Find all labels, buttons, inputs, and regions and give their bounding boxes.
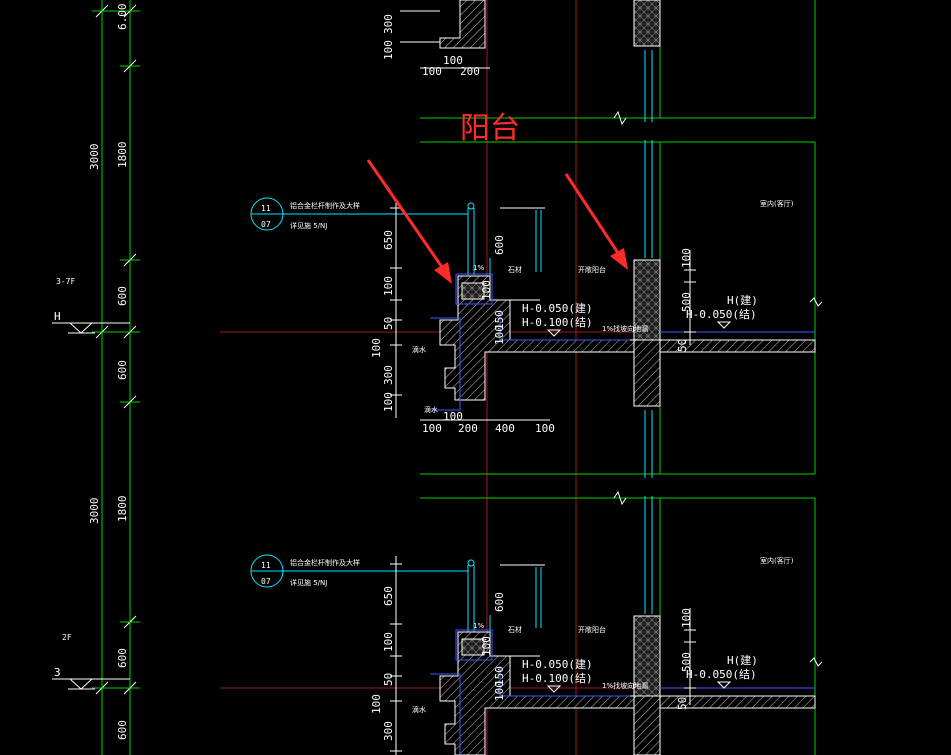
note-slope: 1% bbox=[473, 264, 484, 272]
wall-dim-500-lower: 500 bbox=[680, 652, 693, 672]
outer-dimension-column: 6.00 3000 1800 600 600 3000 1800 600 600… bbox=[52, 0, 140, 755]
note-sill-lower: 1%找坡向地漏 bbox=[602, 681, 648, 690]
callout-note-2-lower: 详见施 5/NJ bbox=[290, 578, 327, 587]
dim-outer-0: 6.00 bbox=[116, 4, 129, 31]
callout-note-1: 铝合金栏杆制作及大样 bbox=[290, 201, 360, 210]
note-finish: 石材 bbox=[508, 265, 522, 274]
balcony-section-lower: 11 07 铝合金栏杆制作及大样 详见施 5/NJ bbox=[250, 554, 816, 755]
dim-outer-3: 600 bbox=[116, 286, 129, 306]
detail-callout-upper: 11 07 铝合金栏杆制作及大样 详见施 5/NJ bbox=[250, 197, 468, 231]
rail-dim-50: 50 bbox=[382, 317, 395, 330]
annotation-arrows bbox=[366, 159, 628, 284]
note-finish-lower: 石材 bbox=[508, 625, 522, 634]
level-balcony-arch-lower: H-0.050(建) bbox=[522, 657, 593, 671]
inner-dim-100b: 100 bbox=[493, 325, 506, 345]
rail-dim-650: 650 bbox=[382, 230, 395, 250]
top-floor-fragment: 300 100 100 100 200 bbox=[382, 0, 661, 78]
rail-h-400: 400 bbox=[495, 422, 515, 435]
level-balcony-struct: H-0.100(结) bbox=[522, 316, 593, 329]
dim-outer-4: 600 bbox=[116, 360, 129, 380]
wall-dim-100: 100 bbox=[680, 248, 693, 268]
wall-dim-50-lower: 50 bbox=[676, 697, 689, 710]
callout-number: 11 bbox=[261, 204, 271, 213]
balcony-slab-upper bbox=[439, 275, 637, 401]
rail-h-200: 200 bbox=[458, 422, 478, 435]
inner-dim-150-lower: 150 bbox=[493, 666, 506, 686]
top-dim-300: 300 bbox=[382, 14, 395, 34]
rail-dim-100b-lower: 100 bbox=[370, 694, 383, 714]
balcony-slab-lower bbox=[439, 631, 637, 755]
inner-dim-600-lower: 600 bbox=[493, 592, 506, 612]
note-drain: 滴水 bbox=[412, 345, 426, 354]
window-frames bbox=[644, 50, 653, 614]
wall-lower bbox=[633, 615, 661, 709]
inner-dim-100: 100 bbox=[480, 280, 493, 300]
level-mark-h-text: H bbox=[54, 310, 61, 323]
level-marker-3: 3 bbox=[52, 666, 130, 690]
inner-dim-100-lower: 100 bbox=[480, 636, 493, 656]
detail-callout-lower: 11 07 铝合金栏杆制作及大样 详见施 5/NJ bbox=[250, 554, 468, 588]
rail-dim-100b: 100 bbox=[370, 338, 383, 358]
top-dim-100c: 100 bbox=[422, 65, 442, 78]
level-indoor-arch: H(建) bbox=[727, 293, 758, 307]
note-balcony-lower: 开敞阳台 bbox=[578, 625, 606, 634]
dim-outer-7: 600 bbox=[116, 648, 129, 668]
wall-dim-500: 500 bbox=[680, 292, 693, 312]
break-marks bbox=[613, 110, 823, 667]
annotation-balcony-label: 阳台 bbox=[460, 111, 520, 146]
rail-dim-650-lower: 650 bbox=[382, 586, 395, 606]
axis-lines bbox=[220, 0, 640, 755]
callout-note-1-lower: 铝合金栏杆制作及大样 bbox=[290, 558, 360, 567]
note-indoor-lower: 室内(客厅) bbox=[760, 556, 794, 565]
callout-sheet-lower: 07 bbox=[261, 577, 271, 586]
inner-dim-600: 600 bbox=[493, 235, 506, 255]
rail-dim-100c: 100 bbox=[382, 392, 395, 412]
dim-outer-8: 600 bbox=[116, 720, 129, 740]
note-slope-lower: 1% bbox=[473, 622, 484, 630]
level-mark-3-text: 3 bbox=[54, 666, 61, 679]
note-indoor: 室内(客厅) bbox=[760, 199, 794, 208]
top-dim-100b: 100 bbox=[443, 54, 463, 67]
level-balcony-arch: H-0.050(建) bbox=[522, 301, 593, 315]
note-drain-lower: 滴水 bbox=[412, 705, 426, 714]
level-marker-h: H bbox=[52, 310, 130, 334]
rail-dim-50-lower: 50 bbox=[382, 673, 395, 686]
dim-outer-1: 3000 bbox=[88, 144, 101, 171]
inner-dim-100b-lower: 100 bbox=[493, 681, 506, 701]
rail-small-100: 100 bbox=[443, 410, 463, 423]
rail-dim-300: 300 bbox=[382, 365, 395, 385]
balcony-section-upper: 11 07 铝合金栏杆制作及大样 详见施 5/NJ bbox=[250, 197, 816, 435]
level-indoor-struct: H-0.050(结) bbox=[686, 308, 757, 321]
floor-label-3-7f: 3-7F bbox=[56, 277, 75, 286]
level-indoor-arch-lower: H(建) bbox=[727, 653, 758, 667]
dim-outer-2: 1800 bbox=[116, 142, 129, 169]
top-dim-100: 100 bbox=[382, 40, 395, 60]
level-indoor-struct-lower: H-0.050(结) bbox=[686, 668, 757, 681]
wall-dim-50: 50 bbox=[676, 339, 689, 352]
level-balcony-struct-lower: H-0.100(结) bbox=[522, 672, 593, 685]
rail-dim-100-lower: 100 bbox=[382, 632, 395, 652]
note-drain-2: 滴水 bbox=[424, 405, 438, 414]
rail-dim-100: 100 bbox=[382, 276, 395, 296]
dim-outer-5: 3000 bbox=[88, 498, 101, 525]
rail-h-100: 100 bbox=[422, 422, 442, 435]
inner-dim-150: 150 bbox=[493, 310, 506, 330]
callout-note-2: 详见施 5/NJ bbox=[290, 221, 327, 230]
dim-outer-6: 1800 bbox=[116, 496, 129, 523]
note-sill: 1%找坡向地漏 bbox=[602, 324, 648, 333]
callout-number-lower: 11 bbox=[261, 561, 271, 570]
top-dim-200: 200 bbox=[460, 65, 480, 78]
rail-dim-300-lower: 300 bbox=[382, 721, 395, 741]
callout-sheet: 07 bbox=[261, 220, 271, 229]
wall-dim-100-lower: 100 bbox=[680, 608, 693, 628]
wall-upper bbox=[633, 259, 661, 353]
rail-h-100b: 100 bbox=[535, 422, 555, 435]
note-balcony: 开敞阳台 bbox=[578, 265, 606, 274]
floor-label-2f: 2F bbox=[62, 633, 72, 642]
